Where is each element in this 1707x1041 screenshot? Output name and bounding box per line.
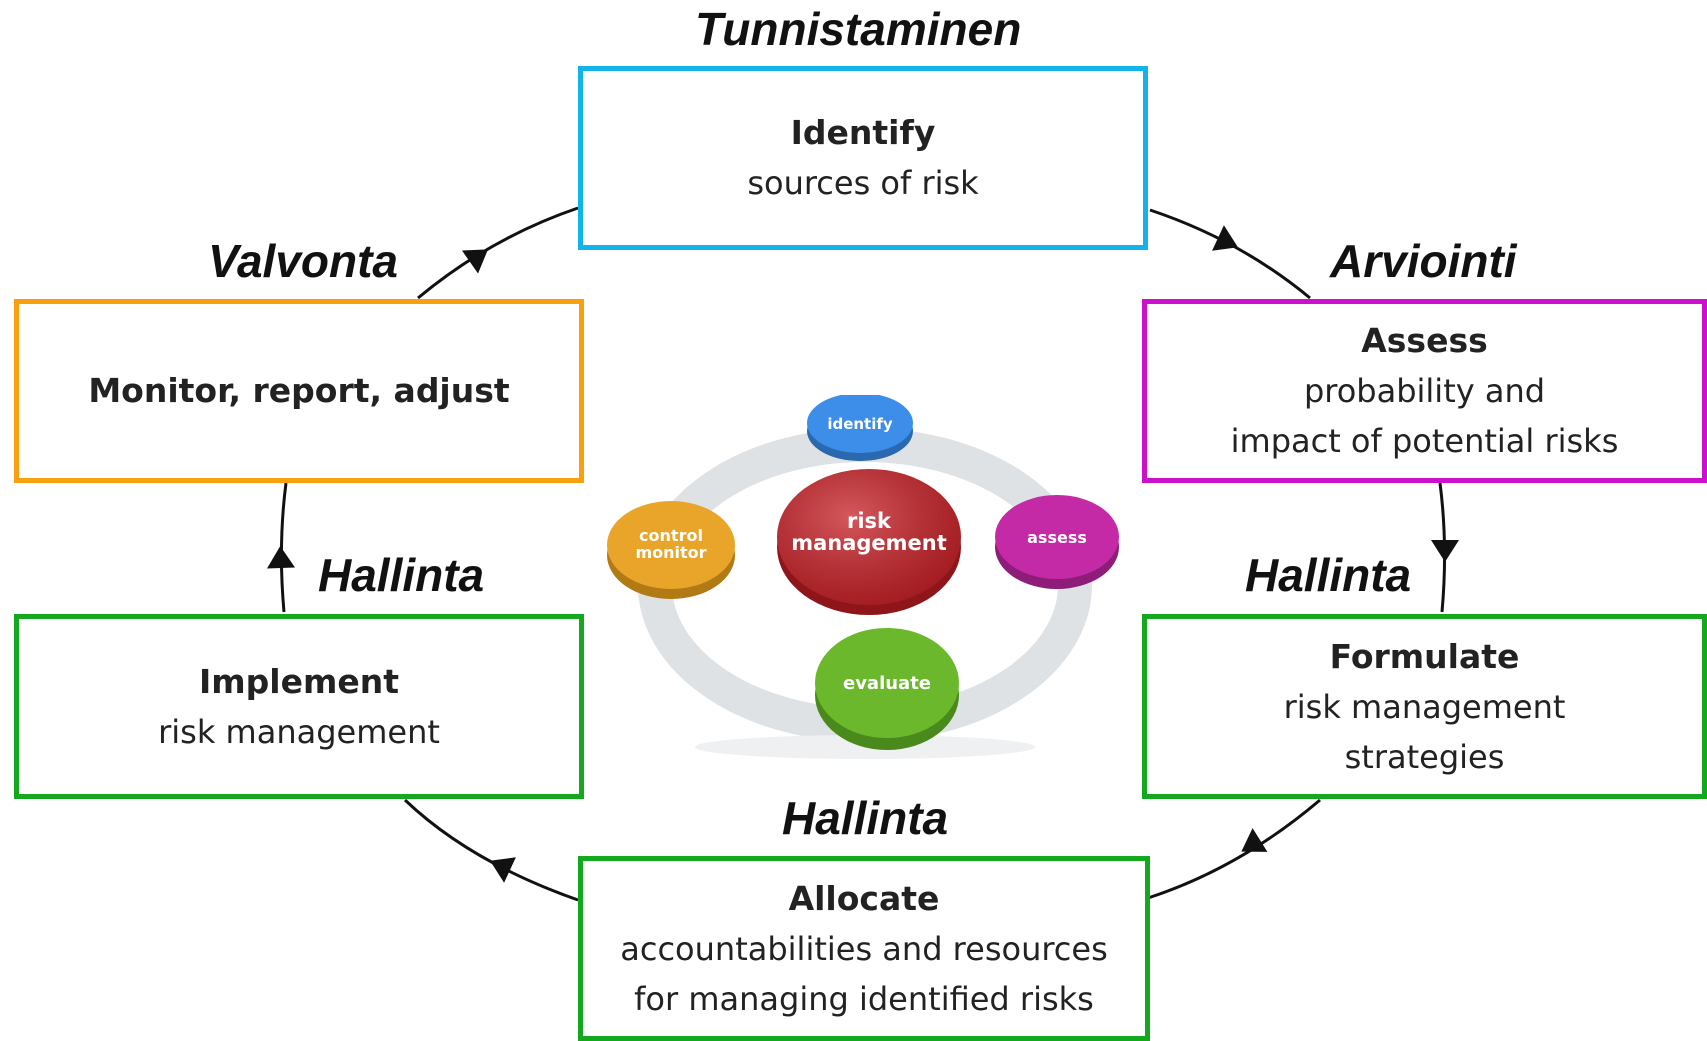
hub-label-line-1: risk [847, 509, 892, 533]
phase-label-monitor: Valvonta [208, 235, 399, 287]
box-formulate-line-1: risk management [1283, 687, 1566, 726]
arrow-to-implement-icon [490, 857, 516, 883]
assess-disc-label: assess [1027, 528, 1087, 547]
box-implement: Implement risk management [14, 614, 584, 799]
box-implement-line-1: risk management [158, 712, 440, 751]
hub-label-line-2: management [791, 531, 947, 555]
control-disc-label-line-1: control [639, 526, 703, 545]
connector-implement-to-monitor [279, 482, 288, 613]
box-assess: Assess probability and impact of potenti… [1142, 299, 1707, 483]
box-allocate-title: Allocate [788, 878, 940, 918]
box-monitor: Monitor, report, adjust [14, 299, 584, 483]
connector-allocate-to-implement [403, 798, 579, 902]
risk-management-wheel-illustration: risk management identify assess evaluate… [607, 395, 1119, 759]
box-identify: Identify sources of risk [578, 66, 1148, 250]
hub-disc: risk management [777, 469, 961, 615]
phase-label-implement: Hallinta [318, 549, 485, 601]
box-assess-title: Assess [1361, 321, 1488, 360]
assess-disc-face [995, 495, 1119, 579]
box-formulate-line-2: strategies [1344, 737, 1505, 776]
phase-label-assess: Arviointi [1330, 235, 1517, 287]
box-monitor-title: Monitor, report, adjust [88, 371, 510, 410]
box-implement-title: Implement [198, 661, 399, 701]
hub-disc-shine [777, 469, 961, 605]
identify-disc-label: identify [827, 415, 893, 433]
phase-label-allocate: Hallinta [782, 792, 949, 844]
assess-disc: assess [995, 495, 1119, 589]
control-disc-face [607, 501, 735, 589]
connector-monitor-to-identify [417, 206, 579, 300]
box-identify-line-1: sources of risk [747, 164, 979, 202]
arrow-to-formulate-icon [1431, 540, 1459, 562]
phase-label-formulate: Hallinta [1245, 549, 1412, 601]
arrow-to-assess-icon [1212, 225, 1238, 251]
arrow-to-monitor-icon [267, 546, 295, 569]
box-assess-line-2: impact of potential risks [1230, 422, 1619, 460]
box-allocate-line-1: accountabilities and resources [620, 929, 1108, 968]
arrow-to-allocate-icon [1241, 828, 1268, 852]
box-allocate-line-2: for managing identified risks [634, 979, 1094, 1018]
box-assess-line-1: probability and [1303, 372, 1546, 410]
box-allocate: Allocate accountabilities and resources … [578, 856, 1150, 1041]
connector-identify-to-assess [1149, 208, 1311, 300]
evaluate-disc: evaluate [815, 628, 959, 750]
evaluate-disc-face [815, 628, 959, 738]
arrow-to-identify-icon [461, 249, 489, 274]
identify-disc-face [807, 395, 913, 453]
box-formulate-title: Formulate [1329, 636, 1520, 676]
connector-formulate-to-allocate [1147, 798, 1321, 900]
identify-disc: identify [807, 395, 913, 461]
phase-label-identify: Tunnistaminen [695, 3, 1022, 55]
control-disc-label-line-2: monitor [635, 543, 706, 562]
evaluate-disc-label: evaluate [843, 673, 931, 694]
box-formulate: Formulate risk management strategies [1142, 614, 1707, 799]
box-identify-title: Identify [790, 113, 936, 152]
control-monitor-disc: control monitor [607, 501, 735, 599]
